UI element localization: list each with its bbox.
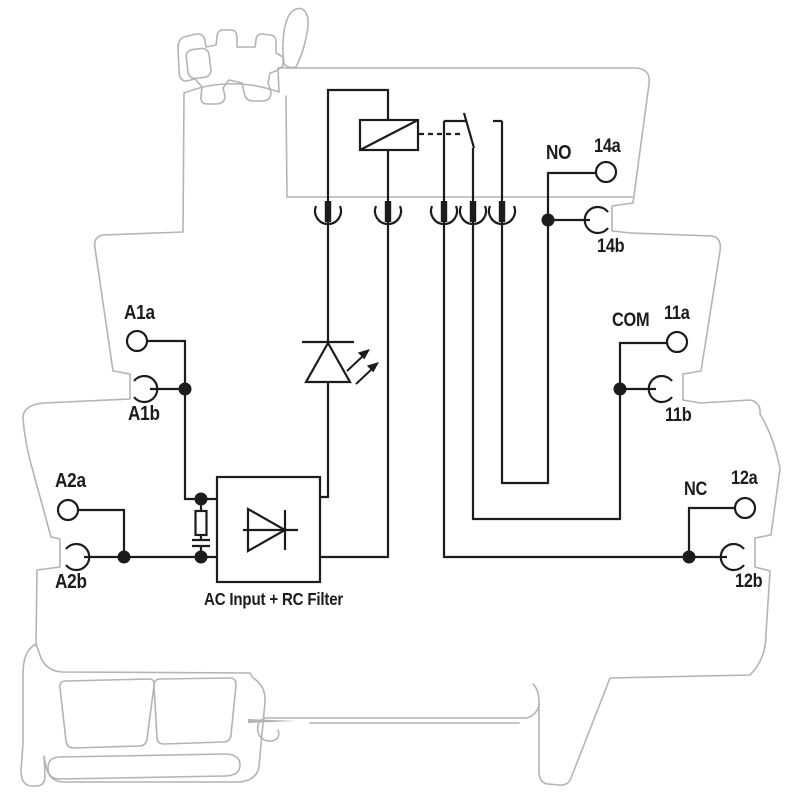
label-no: NO [546,142,572,164]
terminal-a1a [125,329,149,353]
mounting-foot [20,643,266,787]
din-rail [248,703,540,742]
led-indicator [302,222,379,499]
release-latch [177,29,284,105]
label-12b: 12b [735,571,763,592]
latch-hole [185,47,212,80]
terminal-12a [733,496,757,520]
switch-contact [442,112,504,203]
resistor [194,509,208,537]
label-a2b: A2b [55,571,87,593]
label-14b: 14b [597,236,625,257]
housing-body-right [277,67,781,786]
terminal-a2a [56,498,80,522]
terminal-14b [583,205,609,235]
rc-snubber [192,499,210,557]
terminal-a1b [133,374,159,404]
foot-slide-panel-right [153,677,237,745]
diode-symbol [243,507,298,553]
plug-socket [487,201,517,226]
side-sockets [65,205,745,572]
plug-socket [458,201,488,226]
plug-socket [373,201,403,226]
label-a1a: A1a [124,302,155,324]
foot-slot [47,753,241,780]
plug-socket [429,201,459,226]
terminal-11b [647,374,673,404]
housing-body-left [22,82,280,647]
latch-finger [282,7,309,69]
terminal-12b [719,542,745,572]
rail-clip-hook [256,717,280,742]
wiring [78,171,735,559]
label-11a: 11a [664,303,690,324]
plug-socket-row [313,201,517,226]
screw-terminals [56,160,757,522]
label-a1b: A1b [128,403,160,425]
relay-coil [326,88,461,203]
label-a2a: A2a [55,470,86,492]
terminal-11a [665,330,689,354]
junction-dots [117,213,696,564]
ac-input-filter-block [215,475,322,584]
label-nc: NC [684,479,708,500]
terminal-a2b [65,542,91,572]
label-11b: 11b [665,405,692,426]
switch-blade [462,112,476,149]
foot-slide-panel-left [59,678,155,749]
plug-socket [313,201,343,226]
label-com: COM [612,310,650,331]
label-14a: 14a [594,136,621,157]
relay-plug-block-edge [285,95,634,198]
label-ac-input-rc-filter: AC Input + RC Filter [204,589,344,609]
housing-outline [20,7,781,787]
label-12a: 12a [731,468,758,489]
terminal-14a [594,160,618,184]
led-light-arrows [346,349,379,385]
